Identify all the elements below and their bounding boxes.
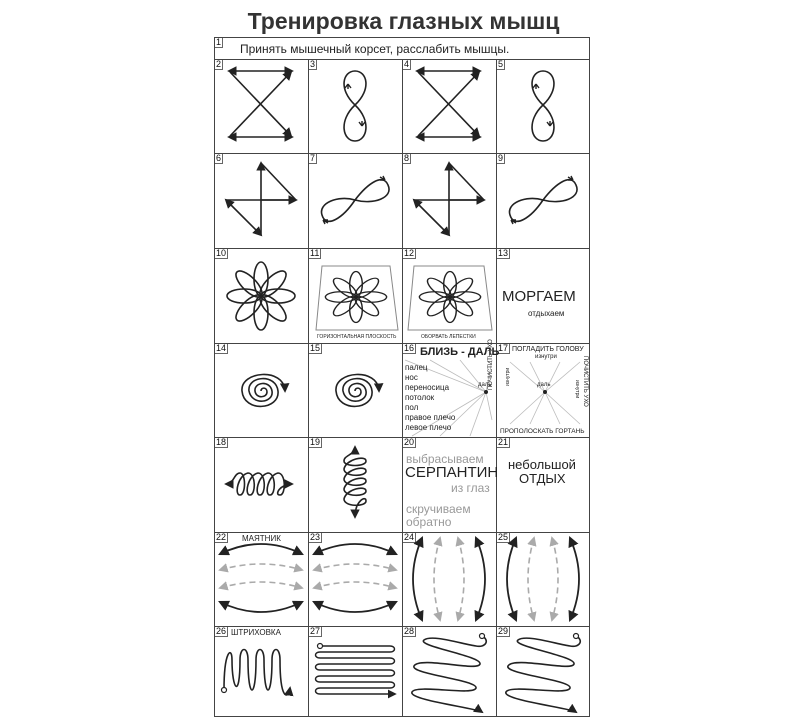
flower-plane-icon bbox=[315, 265, 399, 331]
cell-number: 15 bbox=[309, 343, 323, 354]
grid-line bbox=[496, 59, 497, 717]
body-points-list: палец нос переносица потолок пол правое … bbox=[405, 363, 455, 433]
hourglass-arrows-icon bbox=[417, 71, 480, 137]
rest-label: отдыхаем bbox=[528, 309, 565, 318]
pendulum-arcs-icon bbox=[220, 544, 302, 612]
page-title: Тренировка глазных мышц bbox=[247, 8, 560, 34]
cell-number: 3 bbox=[309, 59, 318, 70]
near-far-rays-icon bbox=[509, 361, 581, 425]
diagonal-figure-eight-icon bbox=[320, 175, 390, 225]
diagonal-figure-eight-icon bbox=[508, 175, 578, 225]
far-label: даль bbox=[478, 382, 492, 388]
vertical-figure-eight-icon bbox=[531, 70, 555, 142]
cell-number: 5 bbox=[497, 59, 506, 70]
diagonal-zigzag-icon bbox=[506, 634, 580, 713]
near-far-rays-icon bbox=[404, 359, 493, 437]
cell-number: 16 bbox=[403, 343, 417, 354]
cell-number: 28 bbox=[403, 626, 417, 637]
cell-number: 29 bbox=[497, 626, 511, 637]
vertical-coil-icon bbox=[344, 447, 366, 517]
rinse-throat-label: ПРОПОЛОСКАТЬ ГОРТАНЬ bbox=[500, 428, 585, 435]
cell-number: 18 bbox=[215, 437, 229, 448]
cell-number: 20 bbox=[403, 437, 417, 448]
inside-label: изнутри bbox=[535, 354, 557, 360]
horizontal-coil-icon bbox=[226, 473, 292, 495]
list-item: правое плечо bbox=[405, 413, 456, 422]
cell-number: 11 bbox=[309, 248, 322, 259]
pendulum-arcs-icon bbox=[314, 544, 396, 612]
cell-number: 17 bbox=[497, 343, 511, 354]
cell-number: 27 bbox=[309, 626, 323, 637]
near-far-heading: БЛИЗЬ - ДАЛЬ bbox=[420, 346, 500, 358]
serpentine-label: СЕРПАНТИН bbox=[405, 464, 499, 481]
cell-number: 9 bbox=[497, 153, 506, 164]
diagonal-arrows-icon bbox=[414, 163, 484, 235]
small-label: небольшой bbox=[508, 457, 576, 472]
diagonal-arrows-icon bbox=[226, 163, 296, 235]
cell-number: 25 bbox=[497, 532, 511, 543]
hourglass-arrows-icon bbox=[229, 71, 292, 137]
clean-ear-right-label: ПОЧИСТИТЬ УХО bbox=[582, 356, 588, 407]
back-label: обратно bbox=[406, 515, 452, 529]
cell-number: 21 bbox=[497, 437, 511, 448]
vertical-figure-eight-icon bbox=[343, 70, 367, 142]
twist-label: скручиваем bbox=[406, 502, 471, 516]
list-item: палец bbox=[405, 363, 428, 372]
hatching-label: ШТРИХОВКА bbox=[231, 628, 281, 637]
cell-number: 6 bbox=[215, 153, 224, 164]
cell-caption: ОБОРВАТЬ ЛЕПЕСТКИ bbox=[421, 334, 476, 340]
cell-number: 4 bbox=[403, 59, 412, 70]
vertical-arcs-icon bbox=[507, 538, 579, 620]
cell-number: 23 bbox=[309, 532, 323, 543]
list-item: нос bbox=[405, 373, 418, 382]
cell-number: 10 bbox=[215, 248, 229, 259]
grid-line bbox=[308, 59, 309, 717]
inside-label: изнутри bbox=[505, 367, 511, 386]
stroke-head-label: ПОГЛАДИТЬ ГОЛОВУ bbox=[512, 346, 584, 353]
cell-number: 7 bbox=[309, 153, 318, 164]
cell-caption: ГОРИЗОНТАЛЬНАЯ ПЛОСКОСТЬ bbox=[317, 334, 397, 340]
inside-label: изнутри bbox=[574, 380, 580, 399]
cell-number: 26 bbox=[215, 626, 229, 637]
cell-number: 8 bbox=[403, 153, 412, 164]
cell-number: 19 bbox=[309, 437, 323, 448]
pendulum-label: МАЯТНИК bbox=[242, 534, 281, 543]
list-item: пол bbox=[405, 403, 419, 412]
spiral-icon bbox=[336, 374, 379, 406]
flower-icon bbox=[226, 261, 296, 331]
cell-number: 14 bbox=[215, 343, 229, 354]
list-item: левое плечо bbox=[405, 423, 452, 432]
instruction-text: Принять мышечный корсет, расслабить мышц… bbox=[240, 42, 510, 56]
cell-number: 1 bbox=[215, 37, 224, 48]
from-eyes-label: из глаз bbox=[451, 481, 490, 495]
cell-number: 13 bbox=[497, 248, 511, 259]
cell-number: 22 bbox=[215, 532, 229, 543]
cell-number: 2 bbox=[215, 59, 224, 70]
spiral-icon bbox=[242, 374, 285, 406]
horizontal-zigzag-icon bbox=[314, 642, 397, 699]
flower-plane-icon bbox=[407, 265, 493, 331]
cell-number: 12 bbox=[403, 248, 417, 259]
list-item: переносица bbox=[405, 383, 450, 392]
blink-label: МОРГАЕМ bbox=[502, 288, 576, 305]
vertical-arcs-icon bbox=[413, 538, 485, 620]
rest-label: ОТДЫХ bbox=[519, 471, 566, 486]
grid-line bbox=[402, 59, 403, 717]
diagonal-zigzag-icon bbox=[412, 634, 486, 713]
cell-number: 24 bbox=[403, 532, 417, 543]
list-item: потолок bbox=[405, 393, 435, 402]
vertical-zigzag-icon bbox=[220, 648, 294, 697]
far-label: даль bbox=[537, 382, 551, 388]
throw-out-label: выбрасываем bbox=[406, 452, 484, 466]
clean-ear-left-label: ПОЧИСТИТЬ УХО bbox=[488, 339, 494, 390]
